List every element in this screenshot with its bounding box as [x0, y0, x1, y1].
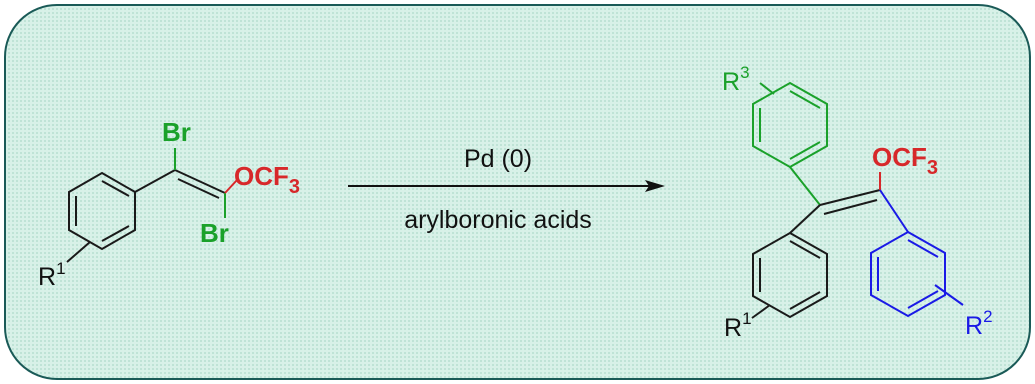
- product-r2-bond: [934, 284, 964, 306]
- product-r3-bond: [759, 82, 775, 95]
- product-molecule: R3 OCF3 R1 R2: [722, 63, 993, 342]
- product-right-ring-bond: [879, 189, 909, 233]
- reactant-ocf3: OCF3: [234, 161, 300, 198]
- reaction-arrow-group: Pd (0) arylboronic acids: [348, 145, 665, 234]
- product-cc-double-bond-inner: [823, 199, 878, 215]
- product-r1-sup: 1: [742, 309, 751, 328]
- reactant-cc-double-bond-inner: [177, 178, 220, 199]
- reactant-br-top: Br: [162, 117, 191, 147]
- reactant-molecule: Br Br OCF3 R1: [38, 117, 300, 291]
- reactant-r1-sup: 1: [56, 259, 65, 278]
- product-ocf3: OCF3: [872, 142, 938, 179]
- product-ocf3-sub: 3: [927, 157, 938, 179]
- catalyst-label: Pd (0): [464, 145, 532, 173]
- product-r2: R2: [965, 307, 993, 340]
- product-ocf3-main: OCF: [872, 142, 927, 172]
- product-r1-bond: [751, 304, 771, 319]
- reactant-ocf3-main: OCF: [234, 161, 289, 191]
- product-r1: R1: [724, 309, 752, 342]
- product-r1-main: R: [724, 314, 742, 342]
- product-r2-sup: 2: [983, 307, 992, 326]
- product-left-ring: [752, 231, 828, 319]
- reagent-label: arylboronic acids: [404, 206, 592, 234]
- product-left-ring-bond: [789, 204, 821, 234]
- product-right-ring: [870, 230, 946, 318]
- reactant-ring-bond: [134, 169, 176, 193]
- product-r3-main: R: [722, 68, 740, 96]
- product-r2-main: R: [965, 312, 983, 340]
- reactant-ocf3-sub: 3: [289, 176, 300, 198]
- reactant-cc-double-bond: [174, 169, 226, 194]
- reactant-r1-bond: [66, 241, 91, 263]
- product-r3-sup: 3: [740, 63, 749, 82]
- reactant-br-bottom: Br: [200, 218, 229, 248]
- reactant-r1-main: R: [38, 263, 56, 291]
- reactant-o-bond: [224, 179, 238, 194]
- product-cc-double-bond: [819, 189, 881, 206]
- scheme-panel: [4, 4, 1031, 380]
- reactant-r1: R1: [38, 259, 66, 291]
- product-top-ring-bond: [789, 166, 821, 206]
- product-r3: R3: [722, 63, 750, 96]
- reaction-arrowhead: [645, 180, 665, 192]
